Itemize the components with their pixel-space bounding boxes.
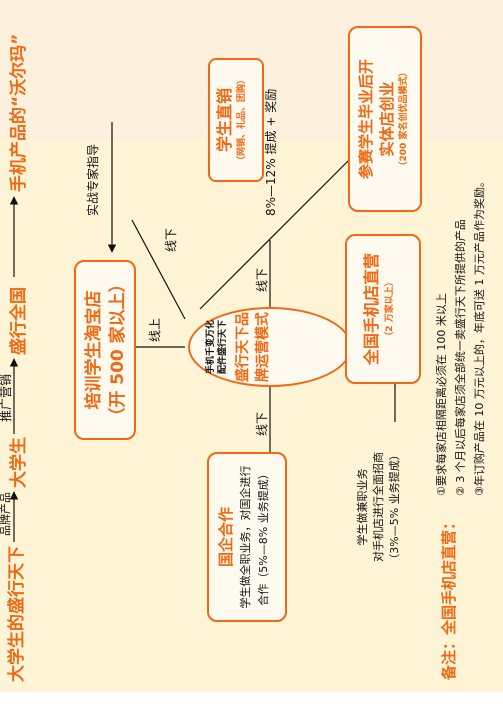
remarks-title: 备注：全国手机店直营： [440, 514, 458, 680]
label-offline-right: 线下 [255, 267, 269, 292]
center-line1: 手机千变万化 [206, 320, 216, 375]
label-offline-left: 线下 [255, 411, 269, 436]
taobao-line1: 培训学生淘宝店 [84, 290, 104, 410]
remarks-item-3: ③年订购产品在 10 万元以上的，年底可送 1 万元产品作为奖励。 [473, 176, 486, 496]
flagship-box: 全国手机店直营 （2 万家以上） [345, 234, 421, 384]
guide-label: 实战专家指导 [86, 143, 100, 216]
flagship-sub: （2 万家以上） [385, 277, 395, 341]
state-title: 国企合作 [217, 507, 235, 568]
flagship-title: 全国手机店直营 [362, 253, 381, 366]
remarks-item-2: ② 3 个月以后每家店须全部统一卖盛行天下所提供的产品 [454, 219, 467, 496]
direct-commission: 8%—12% 提成 + 奖励 [264, 88, 278, 216]
direct-sales-box: 学生直销 （网销、礼品、团购） [208, 58, 264, 182]
taobao-box: 培训学生淘宝店 （开 500 家以上） [74, 260, 136, 440]
flow-node-student: 大学生 [9, 437, 29, 488]
state-line1: 学生做全职业务，对国企进行 [239, 465, 252, 609]
bottom-band [0, 692, 503, 708]
state-enterprise-box: 国企合作 学生做全职业务，对国企进行 合作（5%—8% 业务提成） [207, 452, 287, 622]
connector-lines [9, 122, 400, 542]
direct-title: 学生直销 [215, 88, 234, 153]
remarks-list: ①要求每家店相隔距离必须在 100 米以上 ② 3 个月以后每家店须全部统一卖盛… [432, 176, 489, 496]
startup-line2: 实体店创业 [378, 81, 396, 157]
flow-start: 大学生的盛行天下 [7, 546, 27, 682]
center-title1: 盛行天下品 [235, 312, 251, 382]
label-online: 线上 [148, 317, 162, 342]
center-title2: 牌运营模式 [255, 312, 271, 382]
remarks-item-1: ①要求每家店相隔距离必须在 100 米以上 [435, 293, 448, 496]
startup-sub: （200 家名创优品模式） [399, 67, 409, 171]
connector-direct [131, 219, 186, 320]
state-line2: 合作（5%—8% 业务提成） [257, 468, 270, 606]
connector-startup [199, 151, 358, 310]
direct-sub: （网销、礼品、团购） [237, 75, 247, 166]
side-note-line3: （3%—5% 业务提成） [388, 449, 401, 565]
center-content: 手机千变万化 配件盛行天下 盛行天下品 牌运营模式 [205, 292, 273, 402]
taobao-line2: （开 500 家以上） [108, 275, 128, 425]
flow-label-brand: 品牌产品 [0, 492, 12, 536]
side-note: 学生做兼职业务 对手机店进行全面招商 （3%—5% 业务提成） [355, 427, 403, 587]
rotated-content: 大学生的盛行天下 品牌产品 大学生 推广营销 盛行全国 手机产品的“沃尔玛” 实… [0, 26, 489, 682]
side-note-line2: 对手机店进行全面招商 [372, 452, 385, 562]
startup-line1: 参赛学生毕业后开 [357, 59, 375, 180]
label-offline-top: 线下 [164, 227, 178, 252]
flow-end: 手机产品的“沃尔玛” [9, 33, 29, 192]
startup-box: 参赛学生毕业后开 实体店创业 （200 家名创优品模式） [348, 26, 422, 212]
center-line2: 配件盛行天下 [218, 320, 228, 375]
flow-node-national: 盛行全国 [9, 287, 29, 355]
side-note-line1: 学生做兼职业务 [356, 468, 369, 546]
flow-label-promo: 推广营销 [0, 373, 13, 422]
